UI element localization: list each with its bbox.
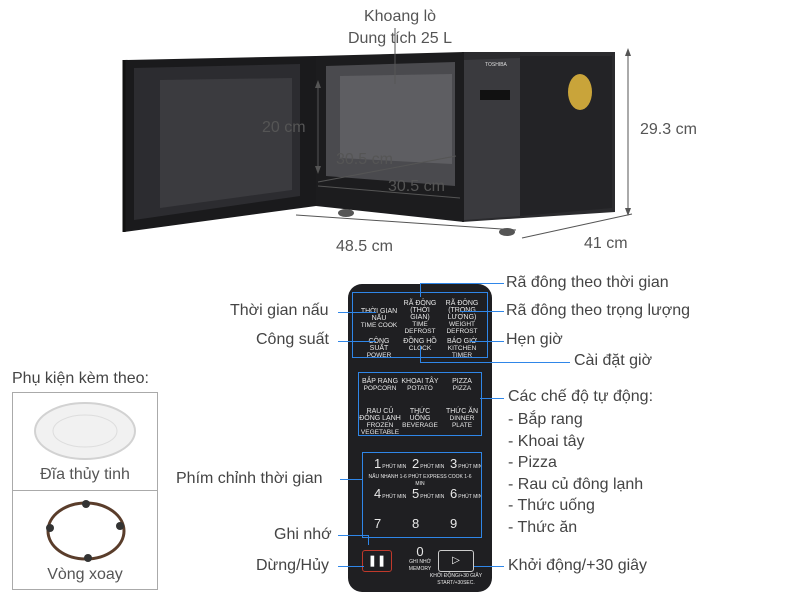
timer-label: Hẹn giờ: [506, 331, 563, 348]
time-defrost-label: Rã đông theo thời gian: [506, 274, 669, 291]
power-label: Công suất: [256, 331, 329, 348]
number-key-1[interactable]: 1PHÚT MIN: [374, 456, 407, 471]
accessories-divider: [12, 490, 158, 491]
brand-logo: TOSHIBA: [485, 62, 508, 68]
time-keys-label: Phím chỉnh thời gian: [176, 470, 323, 487]
start-label: Khởi động/+30 giây: [508, 557, 648, 574]
inner-depth-label: 30.5 cm: [336, 151, 393, 168]
number-key-6[interactable]: 6PHÚT MIN: [450, 486, 483, 501]
microwave-illustration: TOSHIBA: [122, 28, 633, 239]
chamber-caption: Khoang lò Dung tích 25 L: [300, 6, 500, 50]
chamber-title: Khoang lò: [363, 8, 437, 25]
accessories-box: [12, 392, 158, 590]
express-cook-label: NẤU NHANH 1-6 PHÚT EXPRESS COOK 1-6 MIN: [368, 474, 472, 487]
auto-mode-item: - Pizza: [508, 454, 557, 471]
outer-width-label: 48.5 cm: [336, 238, 393, 255]
outer-height-label: 29.3 cm: [640, 121, 697, 138]
number-key-8[interactable]: 8: [412, 516, 420, 531]
cook-time-label: Thời gian nấu: [230, 302, 329, 319]
accessories-title: Phụ kiện kèm theo:: [12, 370, 149, 387]
inner-height-label: 20 cm: [262, 119, 306, 136]
number-keys-highlight: [362, 452, 482, 538]
auto-mode-item: - Thức ăn: [508, 518, 578, 536]
inner-width-label: 30.5 cm: [388, 178, 445, 195]
glass-plate-label: Đĩa thủy tinh: [40, 466, 130, 483]
auto-modes-title: Các chế độ tự động:: [508, 388, 654, 405]
auto-modes-list: - Bắp rang - Khoai tây - Pizza - Rau củ …: [508, 409, 643, 538]
number-key-9[interactable]: 9: [450, 516, 458, 531]
number-key-3[interactable]: 3PHÚT MIN: [450, 456, 483, 471]
memory-label: Ghi nhớ: [274, 526, 332, 543]
weight-defrost-label: Rã đông theo trọng lượng: [506, 302, 690, 319]
play-icon: ▷: [452, 555, 460, 566]
start-key-label: KHỞI ĐỘNG/+30 GIÂY START/+30SEC.: [429, 573, 483, 586]
number-key-2[interactable]: 2PHÚT MIN: [412, 456, 445, 471]
number-key-4[interactable]: 4PHÚT MIN: [374, 486, 407, 501]
number-key-7[interactable]: 7: [374, 516, 382, 531]
stop-cancel-key[interactable]: ❚❚: [362, 550, 392, 572]
capacity-label: Dung tích 25 L: [347, 30, 453, 47]
auto-mode-item: - Bắp rang: [508, 411, 583, 428]
clock-label: Cài đặt giờ: [574, 352, 653, 369]
memory-key[interactable]: 0 GHI NHỚ MEMORY: [402, 544, 438, 573]
time-defrost-key[interactable]: RÃ ĐÔNG (THỜI GIAN)TIME DEFROST: [403, 300, 437, 335]
roller-ring-label: Vòng xoay: [47, 566, 123, 583]
auto-mode-item: - Rau củ đông lạnh: [508, 475, 644, 493]
auto-mode-item: - Thức uống: [508, 497, 595, 514]
glass-plate-image: [34, 402, 136, 460]
number-key-5[interactable]: 5PHÚT MIN: [412, 486, 445, 501]
auto-keys-highlight: [358, 372, 482, 436]
start-key[interactable]: ▷: [438, 550, 474, 572]
auto-mode-item: - Khoai tây: [508, 432, 585, 450]
stop-cancel-label: Dừng/Hủy: [256, 557, 329, 574]
roller-ring-image: [46, 500, 126, 562]
weight-defrost-key[interactable]: RÃ ĐÔNG (TRỌNG LƯỢNG)WEIGHT DEFROST: [445, 300, 479, 335]
outer-depth-label: 41 cm: [584, 235, 628, 252]
pause-icon: ❚❚: [367, 555, 387, 567]
number-key-0: 0: [416, 544, 424, 559]
memory-key-label: GHI NHỚ MEMORY: [408, 559, 432, 572]
